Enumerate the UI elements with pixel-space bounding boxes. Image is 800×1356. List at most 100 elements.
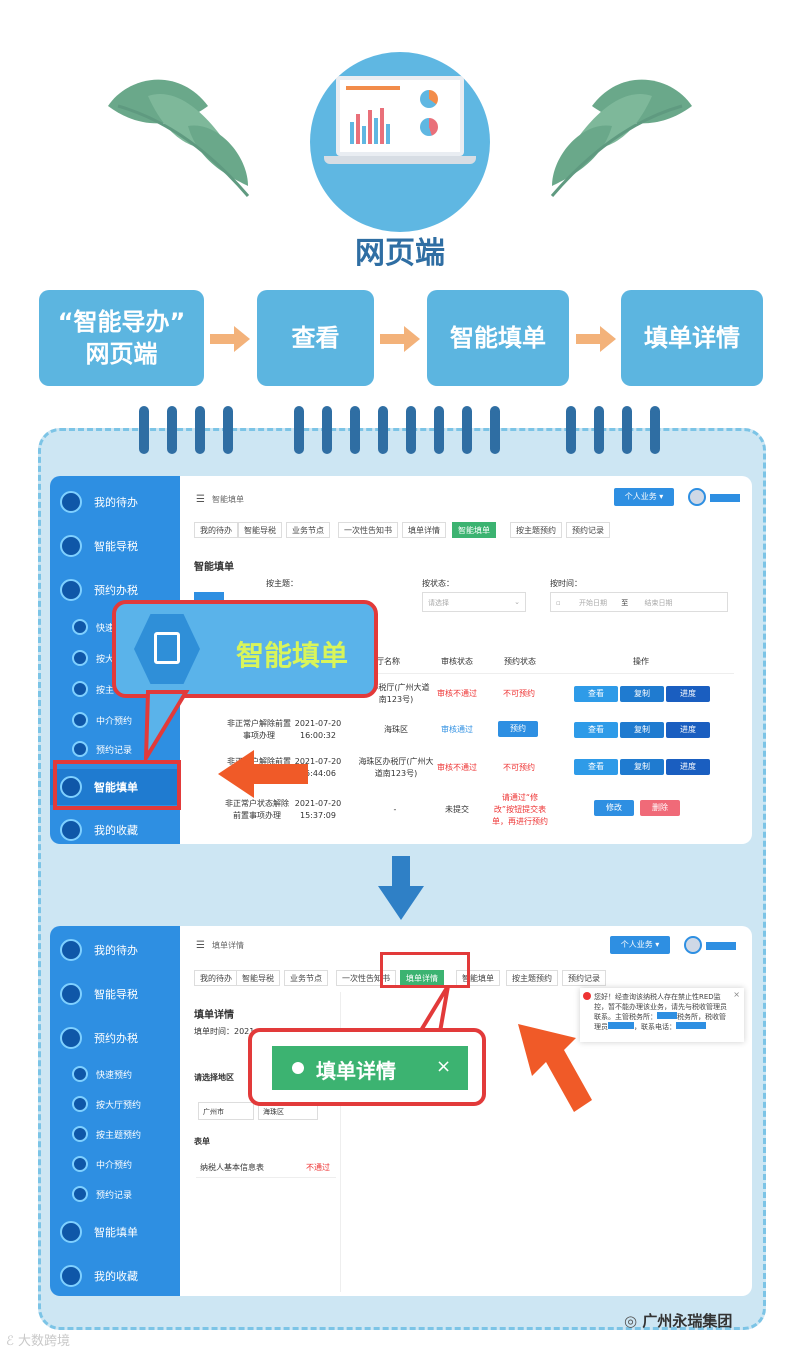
tab-guide[interactable]: 智能导税	[236, 970, 280, 986]
form-item[interactable]: 纳税人基本信息表 不通过	[196, 1156, 336, 1178]
redacted	[657, 1012, 677, 1019]
reserve-button[interactable]: 预约	[498, 721, 538, 737]
smart-fill-hexagon	[134, 614, 200, 684]
tab-guide[interactable]: 智能导税	[238, 522, 282, 538]
copy-button[interactable]: 复制	[620, 759, 664, 775]
table-row-name: 非正常户状态解除前置事项办理	[225, 799, 289, 820]
table-row-time: 2021-07-20 16:00:32	[294, 719, 342, 740]
connector	[622, 406, 632, 454]
content-title: 填单详情	[194, 1010, 234, 1021]
menu-toggle-icon[interactable]: ☰	[196, 494, 205, 505]
sidebar-sub-agent[interactable]: 中介预约	[50, 706, 180, 734]
connector	[195, 406, 205, 454]
tab-nodes[interactable]: 业务节点	[284, 970, 328, 986]
sidebar-sub-quick[interactable]: 快速	[50, 613, 180, 641]
table-row-hall: 海珠区	[384, 725, 408, 734]
select-area-label: 请选择地区	[194, 1073, 234, 1082]
redacted	[608, 1022, 634, 1029]
table-row-name: 非正常户解除前置	[227, 757, 291, 766]
copy-button[interactable]: 复制	[620, 722, 664, 738]
tab-topic-reserve[interactable]: 按主题预约	[510, 522, 562, 538]
step-fill-detail: 填单详情	[621, 290, 763, 386]
sidebar-item-favorites[interactable]: 我的收藏	[50, 1258, 180, 1294]
table-row-audit: 审核不通过	[437, 763, 477, 772]
fill-detail-tab-enlarged: 填单详情 ×	[272, 1046, 468, 1090]
menu-toggle-icon[interactable]: ☰	[196, 940, 205, 951]
tab-todo[interactable]: 我的待办	[194, 970, 238, 986]
arrow-up-left-icon	[518, 1024, 592, 1112]
sidebar-item-smart-fill[interactable]: 智能填单	[50, 769, 180, 805]
view-button[interactable]: 查看	[574, 759, 618, 775]
step-guide-line2: 网页端	[85, 340, 158, 368]
city-select[interactable]: 广州市	[198, 1102, 254, 1120]
progress-button[interactable]: 进度	[666, 759, 710, 775]
record-icon	[72, 741, 88, 757]
tab-records[interactable]: 预约记录	[566, 522, 610, 538]
sidebar-item-guide[interactable]: 智能导税	[50, 976, 180, 1012]
people-icon	[60, 579, 82, 601]
filter-time-label: 按时间：	[550, 579, 582, 588]
sidebar-item-guide[interactable]: 智能导税	[50, 528, 180, 564]
sidebar-highlight	[53, 760, 181, 810]
sidebar-sub-topic[interactable]: 按主	[50, 675, 180, 703]
step-guide-line1: “智能导办”	[57, 308, 186, 336]
sidebar-item-todo[interactable]: 我的待办	[50, 484, 180, 520]
tab-nodes[interactable]: 业务节点	[286, 522, 330, 538]
breadcrumb: 智能填单	[212, 495, 244, 504]
close-icon[interactable]: ×	[733, 990, 740, 999]
chat-icon	[60, 983, 82, 1005]
avatar[interactable]	[684, 936, 702, 954]
avatar[interactable]	[688, 488, 706, 506]
connector	[566, 406, 576, 454]
sidebar-sub-records[interactable]: 预约记录	[50, 1180, 180, 1208]
sidebar-item-favorites[interactable]: 我的收藏	[50, 812, 180, 844]
smart-fill-callout: 智能填单	[112, 600, 378, 698]
sidebar-item-reserve[interactable]: 预约办税	[50, 1020, 180, 1056]
table-row-audit: 未提交	[445, 805, 469, 814]
laptop-icon	[336, 76, 464, 156]
sidebar-item-reserve[interactable]: 预约办税	[50, 572, 180, 608]
edit-button[interactable]: 修改	[594, 800, 634, 816]
connector	[434, 406, 444, 454]
tab-notice[interactable]: 一次性告知书	[338, 522, 398, 538]
tab-fill-detail[interactable]: 填单详情	[402, 522, 446, 538]
col-audit: 审核状态	[441, 657, 473, 666]
copy-button[interactable]: 复制	[620, 686, 664, 702]
sidebar-item-smart-fill[interactable]: 智能填单	[50, 1214, 180, 1250]
tab-smart-fill[interactable]: 智能填单	[452, 522, 496, 538]
record-icon	[72, 1186, 88, 1202]
sidebar-sub-hall[interactable]: 按大	[50, 644, 180, 672]
tab-todo[interactable]: 我的待办	[194, 522, 238, 538]
progress-button[interactable]: 进度	[666, 722, 710, 738]
table-row-audit: 审核通过	[441, 725, 473, 734]
progress-button[interactable]: 进度	[666, 686, 710, 702]
tab-highlight	[380, 952, 470, 988]
fill-detail-callout-label: 填单详情	[316, 1059, 396, 1083]
delete-button[interactable]: 删除	[640, 800, 680, 816]
username-redacted	[706, 942, 736, 950]
sidebar-sub-agent[interactable]: 中介预约	[50, 1150, 180, 1178]
warning-notice: × 您好！经查询该纳税人存在禁止性RED监控，暂不能办理该业务，请先与税收管理员…	[580, 988, 744, 1042]
sidebar-sub-records[interactable]: 预约记录	[50, 735, 180, 763]
sidebar-sub-topic[interactable]: 按主题预约	[50, 1120, 180, 1148]
personal-business-button[interactable]: 个人业务 ▾	[614, 488, 674, 506]
sidebar-item-todo[interactable]: 我的待办	[50, 932, 180, 968]
sidebar-sub-quick[interactable]: 快速预约	[50, 1060, 180, 1088]
tab-topic-reserve[interactable]: 按主题预约	[506, 970, 558, 986]
date-range-input[interactable]: ▫ 开始日期 至 结束日期	[550, 592, 728, 612]
list-icon	[60, 939, 82, 961]
connector	[350, 406, 360, 454]
view-button[interactable]: 查看	[574, 722, 618, 738]
form-icon	[60, 776, 82, 798]
tab-fill-detail[interactable]: 填单详情	[400, 970, 444, 986]
status-select[interactable]: 请选择⌄	[422, 592, 526, 612]
page-title: 网页端	[355, 236, 445, 271]
view-button[interactable]: 查看	[574, 686, 618, 702]
personal-business-button[interactable]: 个人业务 ▾	[610, 936, 670, 954]
table-row-hall: -	[393, 805, 397, 814]
form-section-label: 表单	[194, 1137, 210, 1146]
tab-records[interactable]: 预约记录	[562, 970, 606, 986]
sidebar-sub-hall[interactable]: 按大厅预约	[50, 1090, 180, 1118]
close-icon: ×	[436, 1056, 452, 1077]
table-row-name: 非正常户解除前置事项办理	[227, 719, 291, 740]
